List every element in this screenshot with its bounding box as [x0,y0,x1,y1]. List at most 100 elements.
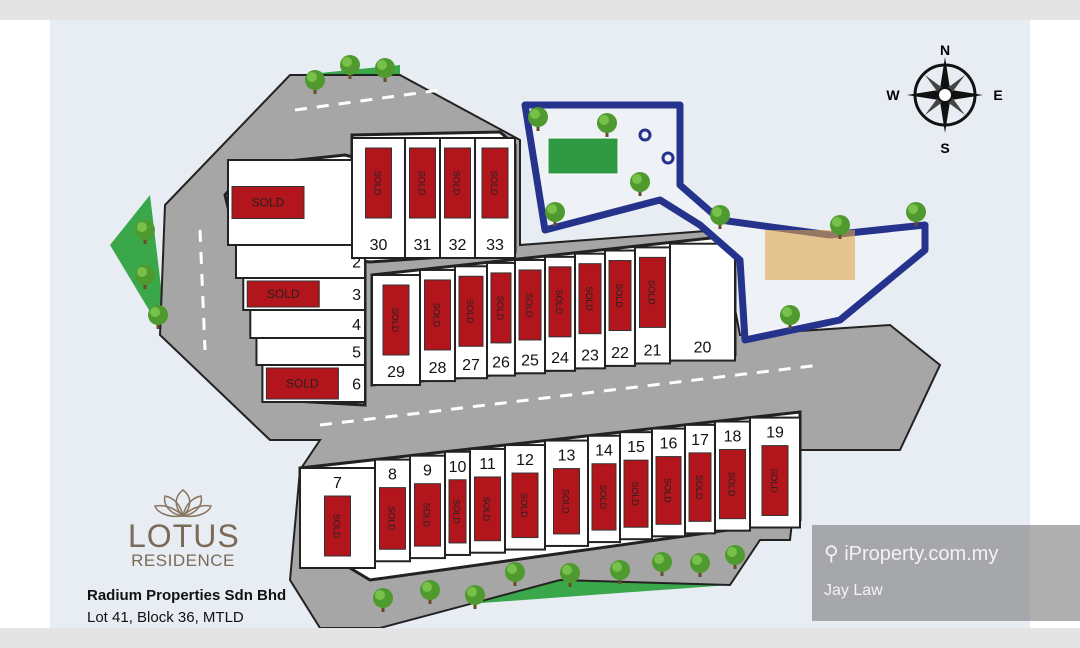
lot-number: 9 [423,463,432,480]
road-markings [198,88,821,427]
sold-label: SOLD [584,286,594,311]
tree-icon [375,58,395,82]
lot-20[interactable]: 20 [669,242,736,362]
lot-outline [669,242,736,362]
lot-number: 16 [660,436,678,453]
lot-number: 7 [333,475,342,492]
sold-marker [608,260,632,332]
tree-icon [597,113,617,137]
compass-w: W [886,87,900,103]
tree-icon [148,305,168,329]
sold-label: SOLD [614,283,624,308]
sold-marker [481,147,509,219]
compass-n: N [940,42,950,58]
lot-info: Lot 41, Block 36, MTLD [87,609,244,626]
lot-7[interactable]: SOLD 7 [299,467,376,569]
lot-number: 18 [724,429,742,446]
lot-number: 21 [644,342,662,359]
lot-2[interactable]: 2 [235,244,366,279]
location-pin-icon: ⚲ [824,543,839,565]
lot-number: 25 [521,352,539,369]
sold-label: SOLD [524,293,534,318]
lot-number: 17 [691,432,709,449]
tree-icon [420,580,440,604]
site-plan-map: SOLD12SOLD345SOLD6SOLD7SOLD8SOLD9SOLD10S… [110,42,1003,628]
sold-marker [511,472,539,539]
lot-number: 22 [611,345,629,362]
lot-4[interactable]: 4 [249,309,366,339]
lot-23[interactable]: SOLD 23 [574,252,606,370]
sold-label: SOLD [252,196,285,210]
brand-subtitle: RESIDENCE [131,551,235,570]
lot-outline [235,244,366,279]
lot-number: 26 [492,355,510,372]
sold-marker [382,284,410,356]
lot-number: 23 [581,347,599,364]
site-plan-canvas: SOLD12SOLD345SOLD6SOLD7SOLD8SOLD9SOLD10S… [0,20,1080,628]
sold-marker [548,266,572,338]
sold-label: SOLD [495,296,505,321]
lot-number: 6 [352,377,361,394]
lot-5[interactable]: 5 [255,337,366,366]
tree-icon [373,588,393,612]
lot-22[interactable]: SOLD 22 [604,249,636,367]
tree-icon [630,172,650,196]
lot-6[interactable]: SOLD 6 [261,364,366,403]
lot-number: 5 [352,345,361,362]
sold-marker [639,256,666,328]
lot-number: 31 [414,237,432,254]
sold-marker [553,468,580,535]
sold-marker [246,280,320,308]
tree-icon [560,563,580,587]
lot-number: 32 [449,237,467,254]
sold-label: SOLD [332,514,342,539]
sold-label: SOLD [489,171,499,196]
lot-number: 3 [352,287,361,304]
sold-label: SOLD [561,489,571,514]
watermark-site-text: iProperty.com.my [844,543,999,565]
sold-marker [591,463,617,531]
lot-outline [255,337,366,366]
sold-label: SOLD [519,493,529,518]
lot-number: 19 [766,425,784,442]
sold-label: SOLD [286,377,319,391]
sold-marker [578,263,602,335]
tree-icon [725,545,745,569]
fountain [661,151,675,165]
lot-26[interactable]: SOLD 26 [486,261,516,377]
lot-number: 29 [387,364,405,381]
sold-marker [490,272,512,344]
sold-marker [444,147,471,219]
watermark-site: ⚲ iProperty.com.my [824,541,998,566]
sold-label: SOLD [482,497,492,522]
sold-marker [655,456,682,525]
tree-icon [135,265,155,289]
compass-rose: N S W E [886,42,1002,156]
lot-25[interactable]: SOLD 25 [514,258,546,375]
brand-name: LOTUS [128,518,240,554]
lot-number: 27 [462,357,480,374]
